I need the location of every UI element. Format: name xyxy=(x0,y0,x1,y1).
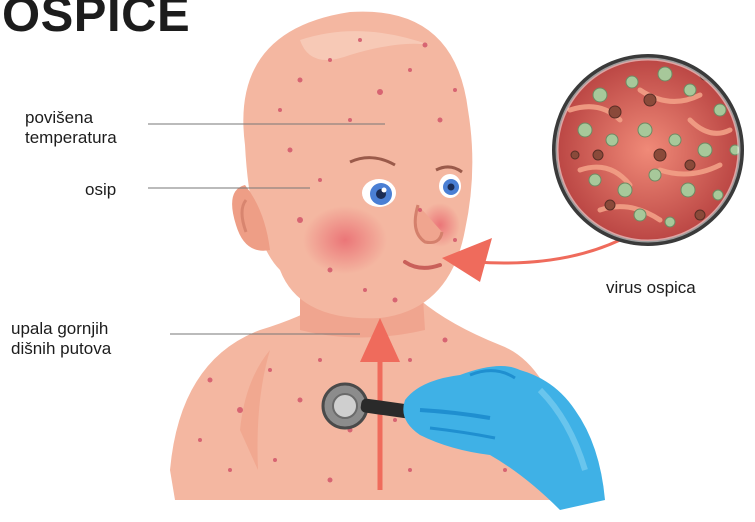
respiratory-label: upala gornjih dišnih putova xyxy=(11,319,111,359)
virus-label: virus ospica xyxy=(606,278,696,298)
rash-label: osip xyxy=(85,180,116,200)
virus-arrow xyxy=(475,240,620,263)
cheek-flush xyxy=(303,206,387,274)
virus-circle xyxy=(552,54,744,246)
fever-label: povišena temperatura xyxy=(25,108,117,148)
